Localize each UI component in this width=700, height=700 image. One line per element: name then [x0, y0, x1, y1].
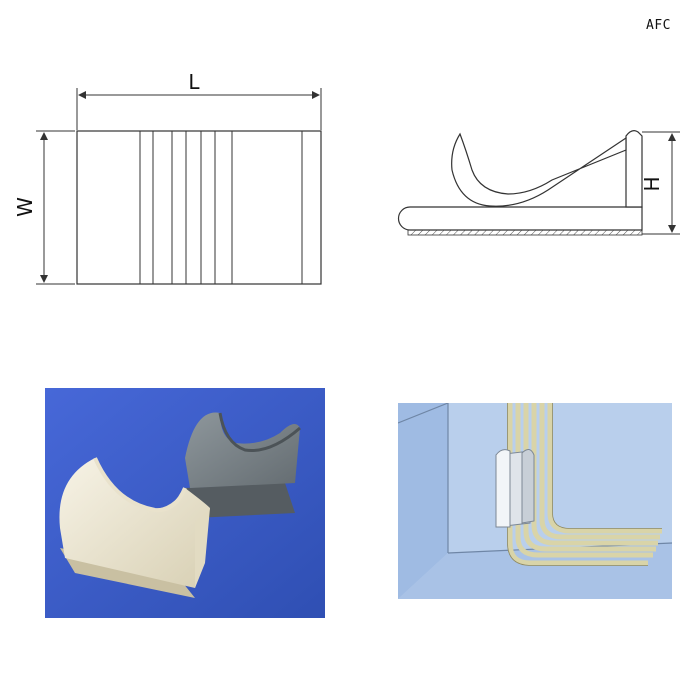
grey-clip: [185, 412, 301, 518]
hook-arm: [451, 132, 627, 207]
cable-bundle: [507, 403, 662, 566]
top-view-svg: L W: [13, 70, 322, 285]
clip-top-outline: [76, 130, 322, 285]
height-label: H: [640, 176, 664, 191]
product-photo: [45, 388, 325, 618]
model-code: AFC: [646, 18, 671, 33]
panel-left-wall: [398, 403, 448, 599]
natural-clip: [59, 457, 210, 598]
cable-clip: [495, 449, 535, 528]
clip-grooves: [139, 131, 303, 284]
length-label: L: [188, 70, 200, 94]
installation-illustration: [398, 403, 672, 599]
top-view-drawing: L W: [0, 60, 350, 320]
side-view-svg: H: [397, 130, 680, 236]
product-photo-svg: [45, 388, 325, 618]
installation-svg: [398, 403, 672, 599]
adhesive-layer: [407, 229, 643, 236]
side-view-drawing: H: [380, 110, 700, 260]
upright-wall: [625, 130, 643, 208]
width-label: W: [13, 197, 37, 217]
base-plate: [397, 206, 643, 231]
